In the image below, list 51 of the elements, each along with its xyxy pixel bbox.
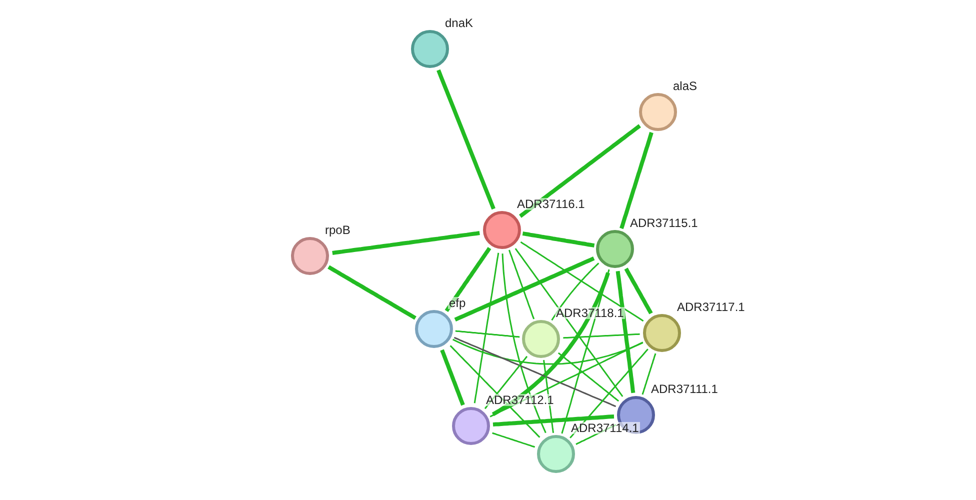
- node-label: dnaK: [444, 17, 474, 29]
- protein-node: [415, 310, 453, 348]
- interaction-line: [514, 248, 624, 397]
- interaction-line: [520, 241, 644, 322]
- interaction-line: [454, 256, 595, 322]
- interaction-line: [563, 333, 640, 339]
- node-label: ADR37111.1: [650, 383, 719, 395]
- protein-node: [639, 93, 677, 131]
- interaction-line: [543, 360, 554, 434]
- node-label: ADR37116.1: [516, 198, 586, 210]
- interaction-line: [561, 269, 610, 434]
- interaction-line: [328, 265, 416, 320]
- node-label: ADR37112.1: [485, 394, 555, 406]
- protein-node: [537, 435, 575, 473]
- protein-node: [522, 320, 560, 358]
- protein-node: [643, 314, 681, 352]
- interaction-line: [436, 69, 496, 210]
- protein-node: [411, 30, 449, 68]
- interaction-line: [508, 250, 535, 320]
- interaction-line: [454, 336, 616, 408]
- interaction-line: [616, 270, 636, 394]
- protein-node: [596, 230, 634, 268]
- interaction-line: [492, 432, 536, 448]
- protein-node: [483, 211, 521, 249]
- interaction-line: [444, 247, 492, 312]
- interaction-line: [492, 414, 614, 426]
- node-label: ADR37114.1: [570, 422, 640, 434]
- protein-node: [291, 237, 329, 275]
- interaction-line: [519, 124, 641, 218]
- interaction-line: [450, 345, 540, 438]
- interaction-line: [332, 231, 480, 255]
- interaction-line: [642, 353, 656, 395]
- interaction-line: [522, 232, 595, 248]
- node-label: efp: [448, 297, 467, 309]
- interaction-line: [452, 338, 644, 365]
- node-label: ADR37118.1: [555, 307, 625, 319]
- interaction-line: [484, 356, 528, 410]
- node-label: ADR37115.1: [629, 217, 699, 229]
- interaction-line: [474, 252, 500, 404]
- interaction-line: [490, 342, 644, 418]
- node-label: alaS: [672, 80, 698, 92]
- interaction-line: [620, 132, 654, 230]
- interaction-line: [440, 349, 465, 406]
- interaction-line: [502, 254, 546, 434]
- node-label: rpoB: [324, 224, 352, 236]
- interaction-line: [455, 330, 520, 338]
- interaction-line: [624, 268, 653, 314]
- protein-node: [452, 407, 490, 445]
- interaction-line: [576, 424, 616, 445]
- interaction-line: [492, 272, 610, 416]
- node-label: ADR37117.1: [676, 301, 746, 313]
